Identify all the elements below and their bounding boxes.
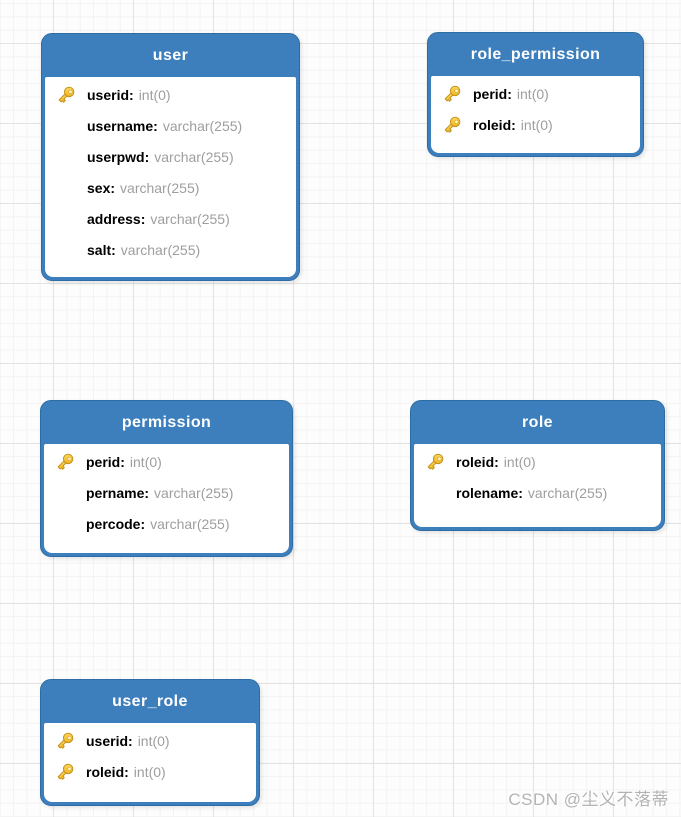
field-type: int(0): [129, 453, 162, 470]
table-row: address: varchar(255): [45, 203, 296, 234]
field-type: varchar(255): [150, 515, 230, 532]
field-separator: :: [120, 453, 125, 470]
field-name: pername: [86, 484, 145, 501]
field-name: percode: [86, 515, 141, 532]
field-name: userid: [86, 732, 129, 749]
field-name: perid: [86, 453, 121, 470]
table-row: roleid: int(0): [431, 109, 640, 140]
field-separator: :: [140, 210, 146, 227]
field-name: userid: [87, 86, 130, 103]
field-name: roleid: [473, 116, 512, 133]
field-name: salt: [87, 241, 112, 258]
field-name: address: [87, 210, 141, 227]
primary-key-icon: [55, 146, 79, 168]
field-name: perid: [473, 85, 508, 102]
primary-key-icon: [54, 451, 78, 473]
table-role-permission: role_permission perid: int(0): [427, 32, 644, 157]
table-row: userpwd: varchar(255): [45, 141, 296, 172]
primary-key-icon: [54, 513, 78, 535]
table-field-list: perid: int(0) pername: varchar(255): [44, 444, 289, 553]
table-row: sex: varchar(255): [45, 172, 296, 203]
field-separator: :: [129, 86, 134, 103]
table-row: perid: int(0): [431, 78, 640, 109]
primary-key-icon: [424, 482, 448, 504]
table-user-role: user_role userid: int(0): [40, 679, 260, 806]
field-type: int(0): [138, 86, 171, 103]
primary-key-icon: [55, 84, 79, 106]
table-row: pername: varchar(255): [44, 477, 289, 508]
field-separator: :: [507, 85, 512, 102]
field-type: int(0): [503, 453, 536, 470]
table-title: user_role: [112, 692, 188, 710]
field-name: userpwd: [87, 148, 145, 165]
table-row: username: varchar(255): [45, 110, 296, 141]
field-type: varchar(255): [120, 241, 201, 258]
csdn-watermark: CSDN @尘义不落蒂: [508, 790, 669, 809]
table-user: user userid: int(0): [41, 33, 300, 281]
table-permission: permission perid: int(0): [40, 400, 293, 557]
table-title: user: [152, 46, 189, 64]
primary-key-icon: [424, 451, 448, 473]
field-separator: :: [111, 241, 116, 258]
field-name: roleid: [456, 453, 495, 470]
table-row: percode: varchar(255): [44, 508, 289, 539]
table-field-list: roleid: int(0) rolename: varchar(255): [414, 444, 661, 527]
primary-key-icon: [441, 114, 465, 136]
table-field-list: perid: int(0) roleid: int(0): [431, 76, 640, 153]
table-row: userid: int(0): [44, 725, 256, 756]
primary-key-icon: [55, 239, 79, 261]
table-field-list: userid: int(0) username: varchar(255): [45, 77, 296, 277]
table-title: role: [522, 413, 553, 431]
field-type: varchar(255): [154, 148, 234, 165]
field-type: varchar(255): [150, 210, 230, 227]
field-name: rolename: [456, 484, 519, 501]
field-type: varchar(255): [120, 179, 200, 196]
table-title: permission: [121, 413, 212, 431]
field-separator: :: [153, 117, 158, 134]
field-separator: :: [511, 116, 516, 133]
primary-key-icon: [55, 177, 79, 199]
table-row: rolename: varchar(255): [414, 477, 661, 508]
field-separator: :: [124, 763, 129, 780]
field-separator: :: [144, 148, 150, 165]
table-row: salt: varchar(255): [45, 234, 296, 265]
field-separator: :: [144, 484, 150, 501]
field-type: int(0): [137, 732, 170, 749]
table-field-list: userid: int(0) roleid: int(0): [44, 723, 256, 802]
field-type: int(0): [133, 763, 166, 780]
field-name: username: [87, 117, 154, 134]
table-row: roleid: int(0): [44, 756, 256, 787]
field-type: varchar(255): [162, 117, 243, 134]
table-title: role_permission: [470, 45, 601, 63]
primary-key-icon: [441, 83, 465, 105]
field-name: roleid: [86, 763, 125, 780]
table-row: perid: int(0): [44, 446, 289, 477]
field-separator: :: [140, 515, 146, 532]
table-row: userid: int(0): [45, 79, 296, 110]
primary-key-icon: [55, 208, 79, 230]
table-row: roleid: int(0): [414, 446, 661, 477]
field-type: varchar(255): [527, 484, 608, 501]
primary-key-icon: [54, 730, 78, 752]
field-separator: :: [110, 179, 116, 196]
field-type: int(0): [520, 116, 553, 133]
table-role: role roleid: int(0): [410, 400, 665, 531]
field-separator: :: [128, 732, 133, 749]
primary-key-icon: [54, 761, 78, 783]
field-separator: :: [518, 484, 523, 501]
field-name: sex: [87, 179, 111, 196]
field-separator: :: [494, 453, 499, 470]
primary-key-icon: [55, 115, 79, 137]
field-type: varchar(255): [154, 484, 234, 501]
field-type: int(0): [516, 85, 549, 102]
primary-key-icon: [54, 482, 78, 504]
